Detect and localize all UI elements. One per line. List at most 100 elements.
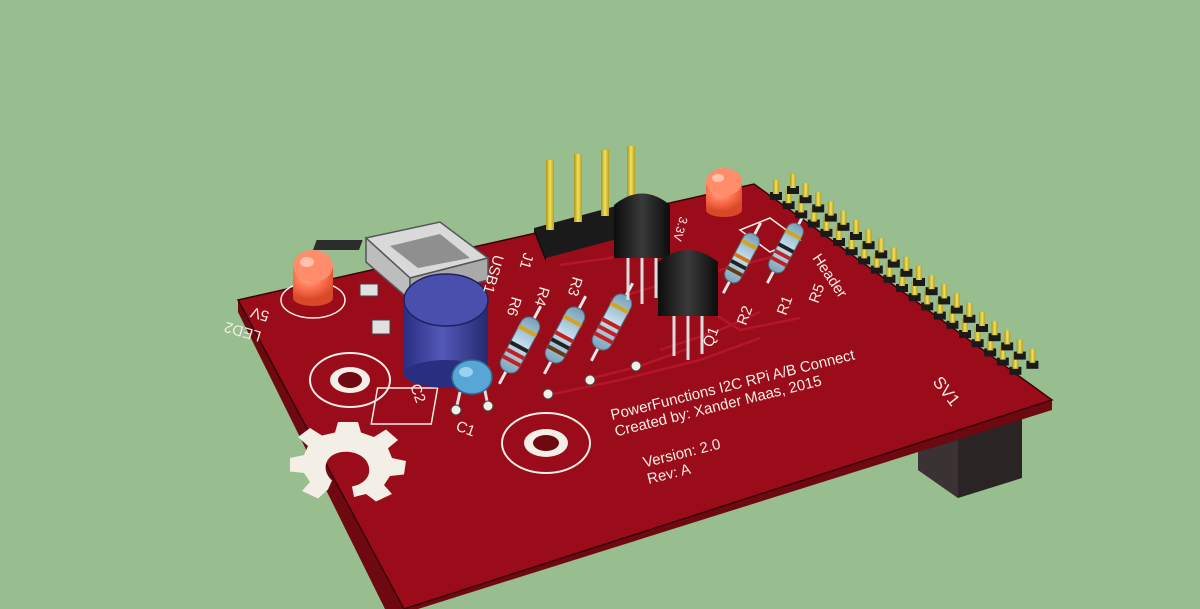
open-source-hardware-gear-icon [290,422,406,502]
sv1-pin-base [1009,366,1022,375]
sv1-pin-base [833,238,845,246]
sv1-pin-base [883,274,896,283]
led-3v3-component [706,168,742,217]
mounting-hole-center [501,412,591,474]
sv1-pin [916,266,922,280]
sv1-pin [840,210,847,225]
sv1-pin [798,198,805,213]
resistor-r2 [722,222,762,294]
sv1-gpio-header [770,174,1039,375]
sv1-pin-base [933,311,946,320]
sv1-pin [836,226,842,240]
sv1-pin [1004,330,1011,345]
label-j1: J1 [516,251,537,271]
sv1-pin-base [875,250,888,259]
sv1-pin-base [908,293,921,302]
sv1-pin [1029,348,1036,363]
transistor-q1 [658,250,718,360]
sv1-pin-base [938,296,951,305]
label-r2: R2 [734,304,757,328]
sv1-pin-base [925,287,938,296]
led2-component [293,250,333,306]
sv1-pin-base [782,201,795,210]
sv1-pin-base [1026,360,1039,369]
sv1-pin [785,189,792,204]
sv1-pin-base [959,330,971,338]
sv1-pin [861,244,868,259]
sv1-pin-base [787,186,799,194]
sv1-pin [886,262,893,277]
sv1-pin-base [950,305,963,314]
sv1-pin-base [862,241,875,250]
sv1-pin [873,253,880,268]
resistor-r4 [543,295,587,375]
label-r5: R5 [806,282,829,306]
c2-electrolytic-capacitor [403,273,489,388]
sv1-pin [827,201,834,216]
sv1-pin [979,312,985,326]
sv1-pin-base [870,265,883,274]
board-spacer [918,412,1022,498]
sv1-pin [815,192,822,207]
label-r3: R3 [564,275,586,298]
sv1-pin [790,174,796,188]
label-r1: R1 [774,294,797,318]
sv1-pin [966,302,973,317]
sv1-pin [999,345,1006,360]
label-q1: Q1 [700,325,723,350]
sv1-pin [911,281,918,296]
c1-ceramic-capacitor [450,359,494,416]
resistor-pads-left [542,360,642,400]
sv1-pin-base [820,228,833,237]
sv1-pin-base [976,324,988,332]
sv1-pin [936,299,943,314]
label-r4: R4 [531,285,553,308]
sv1-pin [848,235,855,250]
label-5v: 5V [249,303,271,324]
sv1-pin [802,183,809,198]
sv1-pin-base [963,314,976,323]
sv1-pin-base [845,247,858,256]
sv1-pin [1012,354,1019,369]
sv1-pin-base [887,259,900,268]
sv1-pin [810,207,817,222]
sv1-pin [890,247,897,262]
sv1-pin [953,293,960,308]
mounting-hole-left [309,352,391,408]
sv1-pin-base [900,268,913,277]
sv1-pin-base [984,348,997,357]
label-3v3: 3.3V [670,215,690,243]
sv1-pin [991,321,998,336]
j1-pin-header [534,146,635,262]
sv1-pin-base [921,302,934,311]
sv1-pin [1016,339,1023,354]
label-c1: C1 [454,418,478,441]
sv1-pin-base [807,219,820,228]
transistor-q2 [614,193,670,304]
label-c2: C2 [406,382,429,406]
label-r6: R6 [503,295,525,318]
sv1-pin-base [770,192,782,200]
sv1-pin-base [996,357,1009,366]
resistor-r1 [766,212,806,284]
sv1-pin-base [837,222,850,231]
sv1-pin-base [1013,351,1026,360]
sv1-pin [924,290,931,305]
sv1-pin-base [913,278,925,286]
sv1-pin-base [971,339,984,348]
resistor-r6 [498,305,542,385]
sv1-pin [928,275,935,290]
sv1-pin-base [946,320,959,329]
sv1-pin-base [812,204,825,213]
sv1-pin [949,308,956,323]
sv1-pin-base [1001,342,1014,351]
sv1-pin [773,180,779,194]
sv1-pin [853,220,859,234]
sv1-pin-base [824,213,837,222]
sv1-pin-base [799,195,812,204]
resistor-r3 [590,282,634,362]
sv1-pin [903,256,910,271]
sv1-pin [962,318,968,332]
sv1-pin [878,238,885,253]
